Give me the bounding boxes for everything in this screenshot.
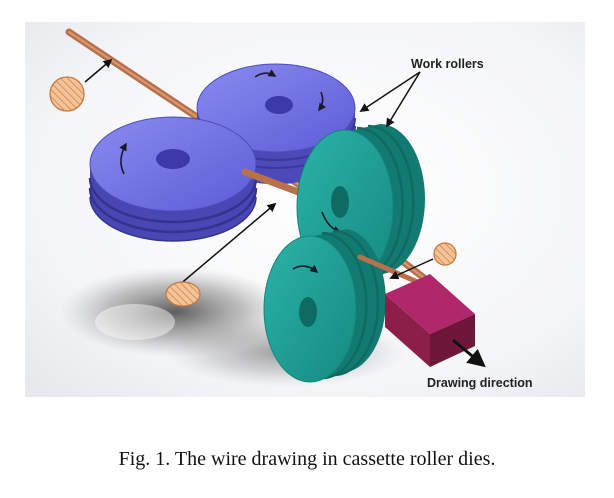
wire-section-callout-3 <box>389 242 457 280</box>
teal-roller-lower <box>263 229 386 383</box>
drawing-direction-label: Drawing direction <box>427 376 533 390</box>
blue-roller-front <box>88 116 258 242</box>
drawing-direction-arrow <box>452 338 486 368</box>
work-rollers-label: Work rollers <box>411 57 484 71</box>
work-rollers-callout: Work rollers <box>359 57 484 128</box>
roller-die-diagram: Work rollers Drawing direction <box>25 22 585 397</box>
die-block <box>385 274 475 367</box>
figure-caption: Fig. 1. The wire drawing in cassette rol… <box>118 448 496 470</box>
wire-section-callout-1 <box>49 58 113 112</box>
wire-section-callout-2 <box>165 202 277 307</box>
